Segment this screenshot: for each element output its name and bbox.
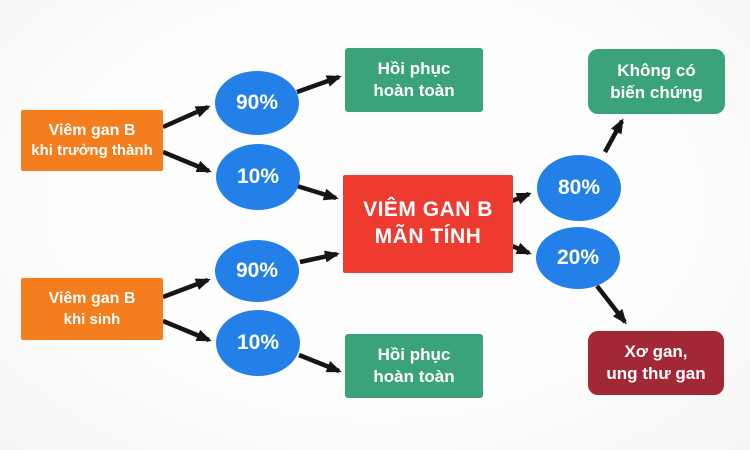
arrow-birth-to-10-icon [162,318,212,343]
node-chronic-hepb-line1: VIÊM GAN B [363,198,493,222]
node-full-recovery-top: Hồi phục hoàn toàn [345,48,483,112]
node-hepb-adult: Viêm gan B khi trưởng thành [21,110,163,171]
probability-cirrhosis: 20% [536,227,620,289]
node-full-recovery-bottom-line1: Hồi phục [377,345,451,365]
arrow-adult-to-90-icon [162,104,211,130]
arrow-10-to-chronic-icon [296,183,339,201]
node-no-complications-line2: biến chứng [610,82,703,102]
probability-label: 90% [235,259,279,282]
node-chronic-hepb: VIÊM GAN B MÃN TÍNH [343,175,513,273]
probability-label: 80% [557,176,601,199]
probability-adult-recovery: 90% [215,71,299,135]
node-hepb-at-birth-line1: Viêm gan B [48,290,136,308]
node-full-recovery-top-line2: hoàn toàn [373,81,455,100]
node-no-complications-line1: Không có [617,60,696,80]
probability-label: 20% [556,246,600,269]
probability-label: 10% [236,165,280,188]
node-full-recovery-bottom: Hồi phục hoàn toàn [345,334,483,398]
arrow-adult-to-10-icon [162,149,212,174]
node-full-recovery-top-line1: Hồi phục [377,59,451,79]
arrow-90-to-recovery-icon [296,74,342,95]
node-chronic-hepb-line2: MÃN TÍNH [374,225,482,248]
arrow-20-to-cirrhosis-icon [595,284,627,325]
probability-birth-recovery: 10% [216,310,300,376]
node-hepb-adult-line1: Viêm gan B [48,121,136,139]
node-cirrhosis-liver-cancer: Xơ gan, ung thư gan [588,331,724,395]
arrow-chronic-to-20-icon [511,242,532,256]
probability-no-complication: 80% [537,155,621,221]
arrow-80-to-no-complication-icon [603,118,624,154]
node-hepb-at-birth-line2: khi sinh [63,310,121,328]
arrow-chronic-to-80-icon [511,191,532,205]
node-cirrhosis-liver-cancer-line1: Xơ gan, [624,342,688,362]
node-no-complications: Không có biến chứng [588,49,725,114]
node-hepb-adult-line2: khi trưởng thành [31,142,153,160]
probability-birth-chronic: 90% [215,240,299,302]
node-cirrhosis-liver-cancer-line2: ung thư gan [606,364,706,383]
arrow-90-to-chronic-icon [299,250,340,265]
arrow-10-to-recovery-icon [298,352,342,374]
node-full-recovery-bottom-line2: hoàn toàn [373,367,455,386]
probability-label: 10% [236,331,280,354]
probability-label: 90% [235,91,279,114]
arrow-birth-to-90-icon [162,277,211,300]
probability-adult-chronic: 10% [216,144,300,210]
node-hepb-at-birth: Viêm gan B khi sinh [21,278,163,340]
